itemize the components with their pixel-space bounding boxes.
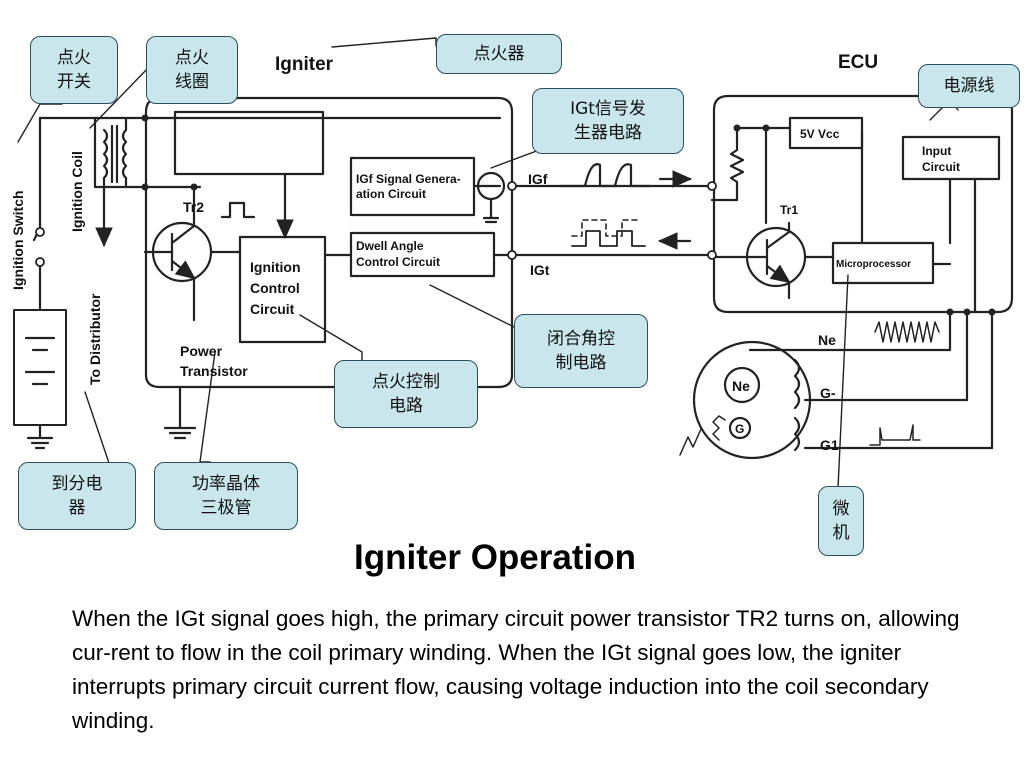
callout-power-line: 电源线 — [918, 64, 1020, 108]
callout-power-transistor: 功率晶体 三极管 — [154, 462, 298, 530]
tr1-transistor — [712, 221, 807, 300]
ignition-coil-symbol — [102, 124, 128, 184]
blank-igniter-block — [173, 110, 325, 176]
g-minus-label: G- — [820, 385, 836, 401]
callout-dwell-control: 闭合角控 制电路 — [514, 314, 648, 388]
input-circuit-label-1: Input — [922, 144, 951, 158]
tr1-label: Tr1 — [780, 203, 798, 217]
battery-outline — [13, 309, 67, 426]
slide-title: Igniter Operation — [354, 538, 636, 577]
igt-waveform — [571, 219, 641, 237]
ecu-label: ECU — [838, 52, 878, 73]
tr2-label: Tr2 — [183, 199, 204, 215]
igf-box-label-2: ation Circuit — [356, 187, 426, 201]
tr2-pulse — [220, 201, 256, 219]
callout-microcomputer: 微 机 — [818, 486, 864, 556]
ignition-control-label-2: Control — [250, 280, 300, 296]
callout-text: 闭合角控 — [547, 329, 615, 349]
vcc-label: 5V Vcc — [800, 127, 840, 141]
input-circuit-label-2: Circuit — [922, 160, 960, 174]
ignition-control-label-1: Ignition — [250, 259, 301, 275]
igt-line-label: IGt — [530, 262, 550, 278]
g-waveform — [869, 424, 921, 446]
callout-text: 线圈 — [175, 72, 209, 92]
callout-text: 制电路 — [555, 353, 607, 373]
callout-text: 点火 — [57, 48, 91, 68]
callout-text: 生器电路 — [574, 123, 642, 143]
callout-text: 电路 — [389, 396, 423, 416]
callout-text: 功率晶体 — [192, 474, 260, 494]
igf-line-label: IGf — [528, 171, 548, 187]
callout-text: 点火 — [175, 48, 209, 68]
callout-text: 微 — [832, 499, 850, 519]
callout-distributor: 到分电 器 — [18, 462, 136, 530]
to-distributor-label: To Distributor — [87, 293, 103, 385]
igf-box-label-1: IGf Signal Genera- — [356, 172, 461, 186]
callout-igt-generator: IGt信号发 生器电路 — [532, 88, 684, 154]
callout-text: 器 — [68, 498, 86, 518]
power-transistor-label-1: Power — [180, 343, 223, 359]
ignition-switch-label: Ignition Switch — [10, 190, 26, 290]
callout-ignition-coil: 点火 线圈 — [146, 36, 238, 104]
g1-label: G1 — [820, 437, 839, 453]
microprocessor-label: Microprocessor — [836, 259, 911, 270]
callout-igniter: 点火器 — [436, 34, 562, 74]
callout-ignition-control: 点火控制 电路 — [334, 360, 478, 428]
callout-text: 到分电 — [51, 474, 103, 494]
callout-text: 机 — [832, 523, 850, 543]
pointer-igniter — [331, 37, 437, 48]
callout-text: 点火控制 — [372, 372, 440, 392]
resistor — [710, 126, 745, 202]
igniter-label: Igniter — [275, 54, 334, 75]
callout-text: 电源线 — [943, 76, 995, 96]
dwell-box-label-1: Dwell Angle — [356, 239, 424, 253]
callout-text: 开关 — [57, 72, 91, 92]
power-transistor-label-2: Transistor — [180, 363, 248, 379]
slide-body-text: When the IGt signal goes high, the prima… — [72, 606, 960, 733]
ne-label: Ne — [818, 332, 836, 348]
rotor-ne-label: Ne — [732, 378, 750, 394]
callout-text: 三极管 — [200, 498, 252, 518]
dwell-box-label-2: Control Circuit — [356, 255, 440, 269]
ne-waveform — [874, 321, 940, 343]
rotor-g-label: G — [735, 422, 744, 436]
signal-rotor — [679, 340, 812, 460]
igf-waveform — [558, 163, 652, 188]
ignition-coil-label: Ignition Coil — [69, 151, 85, 232]
ignition-control-label-3: Circuit — [250, 301, 295, 317]
callout-text: IGt信号发 — [570, 99, 646, 119]
callout-ignition-switch: 点火 开关 — [30, 36, 118, 104]
callout-text: 点火器 — [473, 44, 525, 64]
igniter-outline — [144, 96, 514, 389]
